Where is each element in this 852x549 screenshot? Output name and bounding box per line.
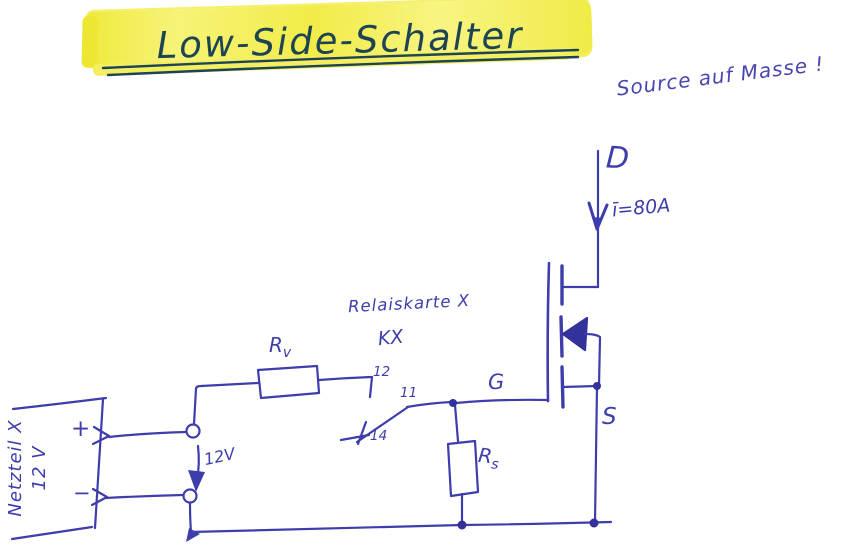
relay-terminal-14-lead bbox=[339, 433, 371, 442]
minus-terminal-icon bbox=[90, 487, 109, 507]
wire-riser-to-rv bbox=[192, 381, 260, 426]
wire-junction-to-gate bbox=[454, 398, 550, 405]
relay-terminal-12-stub bbox=[368, 375, 374, 399]
mosfet-body-wire bbox=[583, 332, 602, 388]
junction-dot-rs-ground bbox=[457, 520, 467, 530]
drain-current-arrow-fill bbox=[592, 217, 603, 231]
rv-subscript: v bbox=[282, 345, 292, 361]
relay-terminal-12-label: 12 bbox=[373, 364, 391, 380]
title-underline bbox=[101, 48, 580, 77]
voltage-arrow-12v bbox=[188, 444, 205, 492]
wire-rs-top bbox=[453, 403, 460, 443]
wires bbox=[104, 375, 613, 542]
mosfet-symbol bbox=[546, 149, 609, 409]
supply-plus-label: + bbox=[71, 416, 91, 442]
mosfet-source-label: S bbox=[602, 404, 617, 430]
banana-terminal-minus bbox=[182, 488, 198, 504]
relay-terminal-11-label: 11 bbox=[400, 385, 418, 401]
wire-rv-to-12 bbox=[317, 375, 373, 382]
resistor-rs-body bbox=[446, 439, 480, 498]
supply-minus-label: − bbox=[73, 481, 91, 505]
ground-rail bbox=[189, 520, 613, 534]
resistor-rv-body bbox=[256, 364, 321, 400]
wire-minus-to-terminal bbox=[104, 493, 184, 500]
wire-11-to-junction bbox=[405, 400, 454, 409]
mosfet-source-lead bbox=[561, 384, 599, 389]
mosfet-body-bar bbox=[559, 315, 564, 358]
resistor-rv-label: Rv bbox=[269, 335, 291, 360]
power-supply-box bbox=[10, 396, 111, 541]
relay-contact bbox=[339, 405, 410, 446]
rv-base: R bbox=[269, 333, 283, 357]
banana-terminal-plus bbox=[185, 423, 201, 439]
ground-rail-arrowhead bbox=[186, 528, 200, 542]
wire-minus-down bbox=[188, 501, 193, 534]
relay-terminal-14-label: 14 bbox=[370, 428, 388, 444]
junction-dot-gate bbox=[449, 399, 457, 407]
mosfet-body-arrow-icon bbox=[561, 316, 589, 352]
junction-dot-source-body bbox=[593, 382, 601, 390]
relay-contact-tick bbox=[356, 420, 368, 446]
wire-plus-to-terminal bbox=[107, 430, 188, 439]
wire-source-down bbox=[593, 385, 599, 524]
mosfet-gate-plate bbox=[546, 261, 551, 403]
junction-dot-source-ground bbox=[589, 518, 599, 528]
